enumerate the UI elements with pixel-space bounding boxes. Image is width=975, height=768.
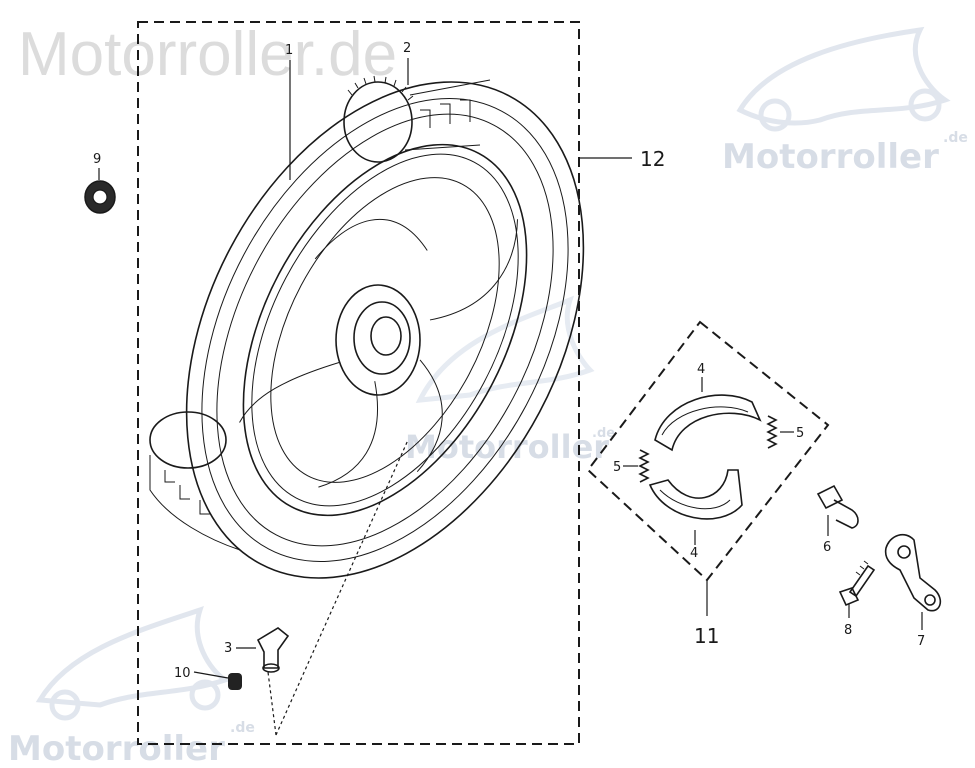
- callout-3: 3: [224, 641, 232, 656]
- callout-11: 11: [694, 624, 719, 648]
- brake-shoe-upper: [654, 394, 762, 452]
- brake-cam: 6: [816, 484, 859, 555]
- tire-section-top: [343, 75, 491, 163]
- brake-shoe-lower: [648, 469, 743, 520]
- callout-1: 1: [285, 43, 293, 58]
- tire-valve: 3 10: [174, 439, 409, 736]
- brake-shoe-group: 11 4 4 5 5: [586, 320, 830, 648]
- callout-4-top: 4: [697, 362, 705, 377]
- callout-5-left: 5: [613, 460, 621, 475]
- callout-10: 10: [174, 666, 191, 681]
- callout-2: 2: [403, 41, 411, 56]
- wheel-assembly-box: [137, 21, 580, 745]
- axle-nut: 9: [84, 152, 116, 214]
- tire-section-bottom: [149, 411, 241, 551]
- valve-cap: [228, 673, 242, 690]
- spring-right: [766, 415, 778, 449]
- watermark-brand-bottom-left: Motorroller: [8, 729, 225, 768]
- watermark-top-text: Motorroller.de: [18, 20, 397, 89]
- bolt: 8: [838, 560, 876, 638]
- callout-8: 8: [844, 623, 852, 638]
- spring-left: [638, 449, 650, 483]
- scooter-logo-bottom-left: Motorroller .de: [8, 606, 255, 768]
- wheel-hub: [335, 284, 421, 396]
- callout-5-right: 5: [796, 426, 804, 441]
- watermark-tld-center: .de: [592, 426, 615, 441]
- rear-wheel: [149, 75, 585, 579]
- callout-9: 9: [93, 152, 101, 167]
- watermark-tld-top-right: .de: [943, 130, 968, 146]
- callout-7: 7: [917, 634, 925, 649]
- watermark-brand-top-right: Motorroller: [722, 137, 939, 177]
- brake-arm: 7: [884, 533, 942, 649]
- watermark-layer: Motorroller.de Motorroller .de Motorroll…: [8, 20, 968, 768]
- callout-12: 12: [640, 147, 665, 171]
- callout-6: 6: [823, 540, 831, 555]
- scooter-logo-top-right: Motorroller .de: [722, 26, 968, 177]
- watermark-tld-bottom-left: .de: [230, 720, 255, 736]
- callout-4-bottom: 4: [690, 546, 698, 561]
